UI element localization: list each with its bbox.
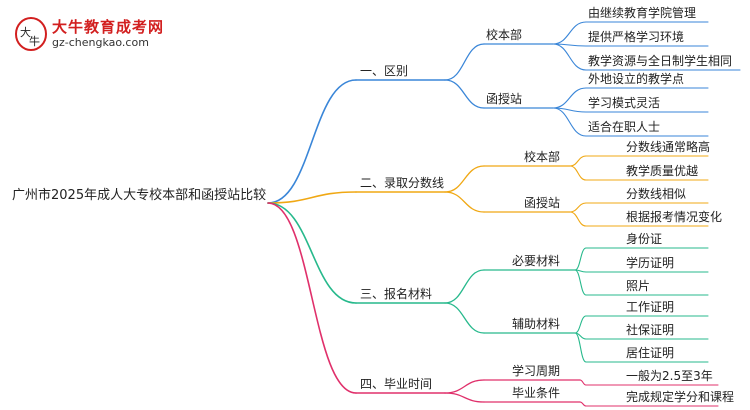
leaf-1-2-1: 外地设立的教学点 bbox=[588, 72, 685, 86]
branch-4: 四、毕业时间 bbox=[360, 377, 433, 391]
leaf-2-2-1: 分数线相似 bbox=[626, 187, 687, 201]
leaf-4-1-1: 一般为2.5至3年 bbox=[626, 369, 713, 383]
connector-branch-2-child-2 bbox=[444, 191, 485, 213]
connector-leaf-4-2-1 bbox=[579, 401, 587, 407]
branch-1: 一、区别 bbox=[360, 64, 409, 78]
subtopic-1-1: 校本部 bbox=[486, 28, 523, 42]
connector-branch-4-child-2 bbox=[444, 392, 485, 403]
site-logo: 大 牛 大牛教育成考网 gz-chengkao.com bbox=[14, 14, 164, 54]
connector-leaf-1-1-1 bbox=[552, 21, 587, 45]
branch-2: 二、录取分数线 bbox=[360, 176, 445, 190]
connector-root-branch-3 bbox=[267, 202, 357, 304]
connector-leaf-2-2-1 bbox=[569, 202, 587, 213]
subtopic-3-2: 辅助材料 bbox=[512, 317, 561, 331]
connector-branch-2-child-1 bbox=[444, 165, 485, 193]
connector-branch-3-child-2 bbox=[444, 302, 485, 334]
connector-root-branch-2 bbox=[267, 191, 357, 204]
branch-3: 三、报名材料 bbox=[360, 287, 433, 301]
subtopic-1-2: 函授站 bbox=[486, 92, 523, 106]
leaf-3-2-1: 工作证明 bbox=[626, 300, 675, 314]
leaf-1-1-3: 教学资源与全日制学生相同 bbox=[588, 54, 733, 68]
leaf-1-1-2: 提供严格学习环境 bbox=[588, 30, 685, 44]
connector-branch-4-child-1 bbox=[444, 379, 485, 394]
subtopic-4-1: 学习周期 bbox=[512, 364, 561, 378]
mindmap-root: 广州市2025年成人大专校本部和函授站比较 bbox=[12, 188, 267, 203]
leaf-2-1-2: 教学质量优越 bbox=[626, 164, 699, 178]
leaf-3-1-1: 身份证 bbox=[626, 232, 663, 246]
subtopic-2-1: 校本部 bbox=[524, 150, 561, 164]
connector-leaf-3-2-1 bbox=[574, 315, 587, 334]
logo-title: 大牛教育成考网 bbox=[52, 18, 165, 36]
connector-leaf-3-1-3 bbox=[574, 269, 587, 296]
connector-leaf-1-2-1 bbox=[552, 87, 587, 109]
connector-leaf-4-1-1 bbox=[579, 379, 587, 386]
leaf-2-2-2: 根据报考情况变化 bbox=[626, 210, 723, 224]
leaf-3-2-2: 社保证明 bbox=[626, 323, 675, 337]
leaf-1-2-2: 学习模式灵活 bbox=[588, 96, 661, 110]
leaf-1-1-1: 由继续教育学院管理 bbox=[588, 6, 697, 20]
leaf-3-1-3: 照片 bbox=[626, 279, 651, 293]
leaf-4-2-1: 完成规定学分和课程 bbox=[626, 390, 735, 404]
leaf-3-2-3: 居住证明 bbox=[626, 346, 675, 360]
connector-leaf-3-2-3 bbox=[574, 332, 587, 363]
connector-leaf-1-2-3 bbox=[552, 107, 587, 137]
leaf-2-1-1: 分数线通常略高 bbox=[626, 140, 711, 154]
connector-leaf-1-1-3 bbox=[552, 43, 587, 71]
subtopic-2-2: 函授站 bbox=[524, 196, 561, 210]
connector-leaf-3-1-1 bbox=[574, 247, 587, 271]
svg-text:大: 大 bbox=[20, 25, 31, 39]
leaf-1-2-3: 适合在职人士 bbox=[588, 120, 661, 134]
connector-branch-1-child-1 bbox=[444, 43, 485, 81]
svg-text:牛: 牛 bbox=[29, 34, 40, 48]
subtopic-3-1: 必要材料 bbox=[512, 254, 561, 268]
logo-url: gz-chengkao.com bbox=[52, 36, 149, 49]
subtopic-4-2: 毕业条件 bbox=[512, 386, 561, 400]
connector-branch-3-child-1 bbox=[444, 269, 485, 304]
connector-branch-1-child-2 bbox=[444, 79, 485, 109]
connector-leaf-2-1-2 bbox=[569, 165, 587, 181]
connector-root-branch-4 bbox=[267, 202, 357, 394]
leaf-3-1-2: 学历证明 bbox=[626, 256, 675, 270]
connector-leaf-2-2-2 bbox=[569, 211, 587, 227]
connector-leaf-2-1-1 bbox=[569, 155, 587, 167]
connector-root-branch-1 bbox=[267, 79, 357, 204]
logo-mark-icon: 大 牛 bbox=[15, 17, 47, 51]
